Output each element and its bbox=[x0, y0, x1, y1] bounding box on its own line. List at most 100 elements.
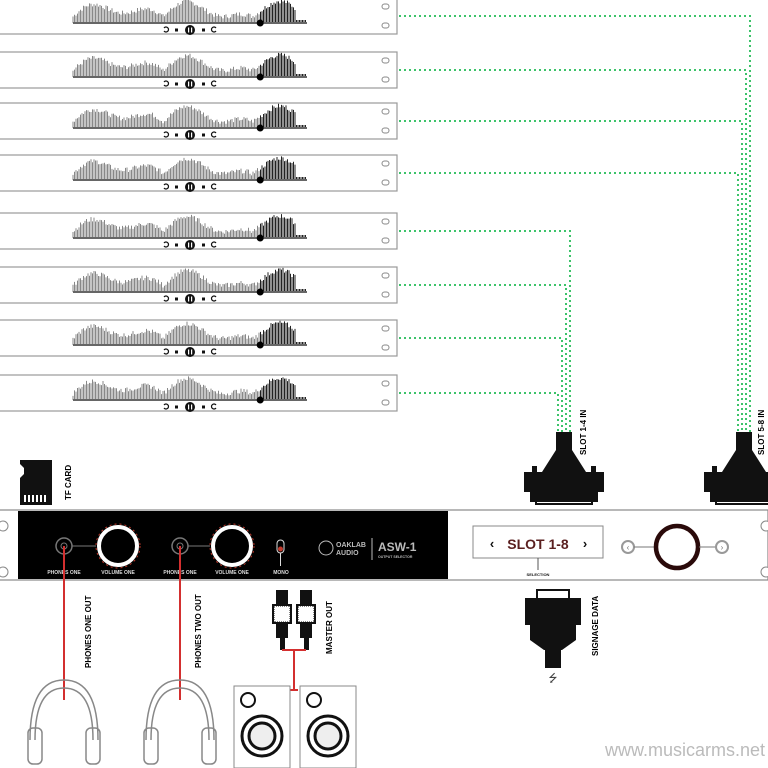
rack-ear-hole bbox=[381, 399, 390, 406]
forward-icon[interactable] bbox=[210, 295, 217, 302]
rack-unit-1 bbox=[0, 0, 398, 35]
phones-two-out-label: PHONES TWO OUT bbox=[194, 594, 203, 668]
stop-icon[interactable] bbox=[202, 28, 205, 32]
volume-two-knob[interactable] bbox=[211, 525, 253, 567]
rack-unit-3 bbox=[0, 102, 398, 140]
rack-ear-hole bbox=[381, 160, 390, 167]
mono-label: MONO bbox=[273, 570, 289, 576]
selector-knob[interactable] bbox=[653, 523, 701, 571]
transport-controls bbox=[163, 402, 217, 412]
svg-text:›: › bbox=[721, 543, 724, 552]
waveform bbox=[72, 214, 306, 238]
waveform bbox=[72, 267, 306, 292]
model-subtitle: OUTPUT SELECTOR bbox=[378, 555, 413, 559]
signal-cable-2 bbox=[399, 69, 747, 432]
slot-display bbox=[472, 525, 604, 559]
stop-icon[interactable] bbox=[175, 133, 178, 137]
stop-icon[interactable] bbox=[202, 297, 205, 301]
master-out-label: MASTER OUT bbox=[325, 601, 334, 654]
rack-ear-hole bbox=[381, 272, 390, 279]
playhead[interactable] bbox=[256, 234, 264, 242]
stop-icon[interactable] bbox=[202, 405, 205, 409]
stop-icon[interactable] bbox=[202, 243, 205, 247]
model-name: ASW-1 bbox=[378, 540, 417, 554]
stop-icon[interactable] bbox=[175, 405, 178, 409]
rack-ear-hole bbox=[381, 325, 390, 332]
next-arrow-button[interactable] bbox=[715, 540, 729, 554]
signage-data-connector-icon bbox=[525, 589, 581, 668]
pause-icon[interactable] bbox=[185, 79, 195, 89]
forward-icon[interactable] bbox=[210, 131, 217, 138]
pause-icon[interactable] bbox=[185, 240, 195, 250]
rewind-icon[interactable] bbox=[163, 348, 170, 355]
display-prev[interactable]: ‹ bbox=[490, 536, 494, 551]
playhead[interactable] bbox=[256, 288, 264, 296]
waveform bbox=[72, 156, 306, 180]
phones-one-out-label: PHONES ONE OUT bbox=[84, 595, 93, 668]
speaker-left-icon bbox=[233, 685, 291, 768]
signal-cable-7 bbox=[399, 337, 563, 432]
tf-card-icon bbox=[20, 460, 52, 505]
playhead[interactable] bbox=[256, 124, 264, 132]
playhead[interactable] bbox=[256, 396, 264, 404]
playhead[interactable] bbox=[256, 19, 264, 27]
waveform bbox=[72, 320, 306, 345]
tf-card-label: TF CARD bbox=[64, 465, 73, 500]
rack-ear-hole bbox=[381, 3, 390, 10]
slot-1-4-label: SLOT 1-4 IN bbox=[579, 409, 588, 455]
forward-icon[interactable] bbox=[210, 403, 217, 410]
forward-icon[interactable] bbox=[210, 26, 217, 33]
brand-line1: OAKLAB bbox=[336, 542, 366, 549]
rewind-icon[interactable] bbox=[163, 241, 170, 248]
rewind-icon[interactable] bbox=[163, 403, 170, 410]
forward-icon[interactable] bbox=[210, 348, 217, 355]
stop-icon[interactable] bbox=[175, 185, 178, 189]
volume-two-label: VOLUME ONE bbox=[215, 570, 249, 576]
rewind-icon[interactable] bbox=[163, 26, 170, 33]
rack-ear-hole bbox=[381, 237, 390, 244]
stop-icon[interactable] bbox=[175, 350, 178, 354]
stop-icon[interactable] bbox=[202, 350, 205, 354]
rack-units bbox=[0, 0, 398, 412]
playhead[interactable] bbox=[256, 73, 264, 81]
playhead[interactable] bbox=[256, 341, 264, 349]
stop-icon[interactable] bbox=[175, 82, 178, 86]
slot-5-8-label: SLOT 5-8 IN bbox=[757, 409, 766, 455]
rack-ear-hole bbox=[381, 218, 390, 225]
signal-cable-5 bbox=[399, 230, 571, 432]
pause-icon[interactable] bbox=[185, 182, 195, 192]
display-next[interactable]: › bbox=[583, 536, 587, 551]
forward-icon[interactable] bbox=[210, 80, 217, 87]
rewind-icon[interactable] bbox=[163, 183, 170, 190]
selection-label: SELECTION bbox=[527, 572, 550, 577]
rack-ear-hole bbox=[381, 380, 390, 387]
stop-icon[interactable] bbox=[175, 28, 178, 32]
pause-icon[interactable] bbox=[185, 25, 195, 35]
stop-icon[interactable] bbox=[202, 185, 205, 189]
stop-icon[interactable] bbox=[202, 82, 205, 86]
rewind-icon[interactable] bbox=[163, 131, 170, 138]
pause-icon[interactable] bbox=[185, 294, 195, 304]
oaklab-logo-icon bbox=[318, 540, 334, 556]
watermark: www.musicarms.net bbox=[604, 740, 765, 760]
pause-icon[interactable] bbox=[185, 130, 195, 140]
stop-icon[interactable] bbox=[175, 243, 178, 247]
rewind-icon[interactable] bbox=[163, 295, 170, 302]
stop-icon[interactable] bbox=[175, 297, 178, 301]
stop-icon[interactable] bbox=[202, 133, 205, 137]
signal-cable-1 bbox=[399, 15, 751, 432]
playhead[interactable] bbox=[256, 176, 264, 184]
forward-icon[interactable] bbox=[210, 241, 217, 248]
forward-icon[interactable] bbox=[210, 183, 217, 190]
volume-one-label: VOLUME ONE bbox=[101, 570, 135, 576]
headphones-one-icon bbox=[27, 679, 101, 765]
rewind-icon[interactable] bbox=[163, 80, 170, 87]
master-out-plugs-icon bbox=[272, 590, 316, 650]
transport-controls bbox=[163, 130, 217, 140]
volume-one-knob[interactable] bbox=[97, 525, 139, 567]
signage-data-label: SIGNAGE DATA bbox=[591, 596, 600, 656]
pause-icon[interactable] bbox=[185, 402, 195, 412]
pause-icon[interactable] bbox=[185, 347, 195, 357]
signal-cable-8 bbox=[399, 392, 559, 432]
